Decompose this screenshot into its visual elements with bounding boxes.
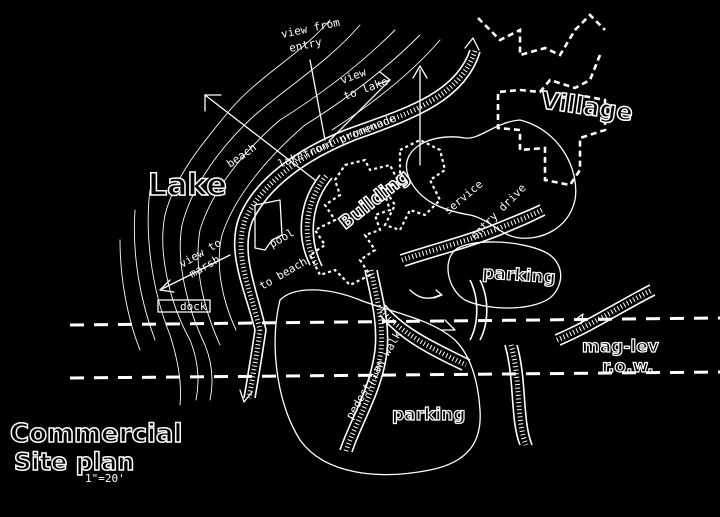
- lake-contours: [119, 19, 441, 406]
- label-parking-lower: parking: [392, 405, 465, 425]
- building-wing: [383, 138, 447, 232]
- circulation-arrows: [159, 37, 584, 403]
- label-lakefront-promenade: lakefront promenade: [276, 112, 398, 171]
- site-boundary: [405, 119, 577, 239]
- label-pool: pool: [267, 226, 296, 251]
- title-commercial: Commercial: [10, 419, 182, 449]
- parking-lot-lower-outline: [274, 289, 481, 476]
- label-maglev-1: mag-lev: [582, 337, 659, 357]
- pool: [254, 199, 283, 251]
- parking-lot-upper-outline: [447, 241, 562, 309]
- label-lake: Lake: [148, 168, 227, 203]
- dock: [157, 299, 211, 313]
- label-village: Village: [539, 86, 634, 127]
- village-blocks: [477, 13, 607, 187]
- label-beach: beach: [224, 141, 259, 171]
- label-service: service: [442, 178, 486, 218]
- label-dock: dock: [180, 300, 207, 313]
- label-to-beach: to beach: [257, 255, 309, 293]
- label-maglev-2: r.o.w.: [602, 357, 654, 377]
- scale-note: 1"=20': [85, 472, 125, 485]
- label-parking-upper: parking: [482, 263, 557, 288]
- title-site-plan: Site plan: [14, 448, 134, 476]
